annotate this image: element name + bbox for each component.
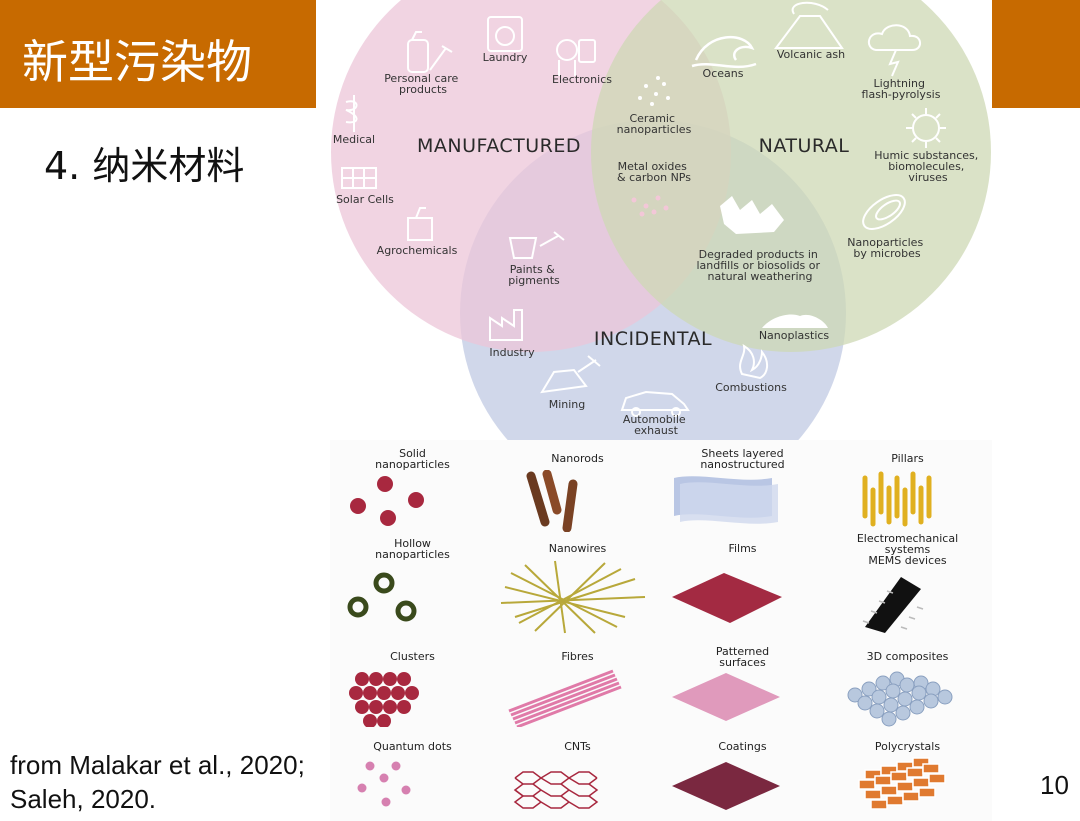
volcano-icon: [774, 1, 844, 49]
label-agrochemicals: Agrochemicals: [377, 244, 458, 257]
label-mining: Mining: [549, 398, 586, 411]
label-microbes: Nanoparticles by microbes: [847, 236, 926, 260]
ceramic-nanoparticles-icon: [638, 76, 670, 106]
personal-care-icon: [407, 31, 453, 73]
type-cnts: CNTs: [495, 730, 660, 821]
label-oceans: Oceans: [703, 67, 744, 80]
slide-subtitle: 4. 纳米材料: [44, 144, 245, 188]
type-pillars: Pillars: [825, 440, 990, 535]
label-solar-cells: Solar Cells: [336, 193, 394, 206]
type-nanowires: Nanowires: [495, 535, 660, 635]
hollow-nanoparticles-icon: [347, 572, 417, 622]
citation: from Malakar et al., 2020; Saleh, 2020.: [10, 748, 305, 816]
patterned-surfaces-icon: [672, 673, 780, 721]
polycrystals-icon: [858, 757, 946, 810]
heading-incidental: INCIDENTAL: [594, 328, 712, 350]
industry-icon: [489, 309, 523, 341]
mems-icon: [862, 577, 924, 633]
label-paints: Paints & pigments: [508, 263, 560, 287]
automobile-icon: [620, 390, 690, 417]
label-nanoplastics: Nanoplastics: [759, 329, 830, 342]
clusters-icon: [349, 672, 419, 727]
metal-oxides-icon: [631, 195, 669, 217]
slide-title: 新型污染物: [22, 35, 252, 89]
label-laundry: Laundry: [483, 51, 528, 64]
label-combustions: Combustions: [715, 381, 787, 394]
electronics-icon: [556, 39, 596, 76]
type-fibres: Fibres: [495, 635, 660, 730]
3d-composites-icon: [847, 671, 953, 727]
label-electronics: Electronics: [552, 73, 612, 86]
label-humic: Humic substances, biomolecules, viruses: [874, 149, 982, 184]
label-automobile: Automobile exhaust: [623, 413, 689, 437]
mining-icon: [540, 355, 601, 394]
label-personal-care: Personal care products: [384, 72, 462, 96]
type-quantum-dots: Quantum dots: [330, 730, 495, 821]
title-banner-left: [0, 0, 316, 108]
citation-line-2: Saleh, 2020.: [10, 784, 157, 814]
fibres-icon: [508, 669, 622, 727]
humic-substances-icon: [906, 108, 946, 148]
sheets-icon: [674, 476, 778, 524]
heading-manufactured: MANUFACTURED: [417, 135, 581, 157]
heading-natural: NATURAL: [759, 135, 850, 157]
medical-icon: [345, 95, 358, 132]
type-3d-composites: 3D composites: [825, 635, 990, 730]
title-banner-right: [992, 0, 1080, 108]
type-clusters: Clusters: [330, 635, 495, 730]
films-icon: [672, 573, 782, 623]
venn-diagram: MANUFACTURED NATURAL INCIDENTAL: [316, 0, 992, 440]
type-films: Films: [660, 535, 825, 635]
lightning-icon: [867, 24, 921, 77]
solid-nanoparticles-icon: [350, 476, 424, 526]
agrochemicals-icon: [407, 207, 433, 241]
label-medical: Medical: [333, 133, 375, 146]
label-industry: Industry: [489, 346, 535, 359]
label-lightning: Lightning flash-pyrolysis: [862, 77, 941, 101]
coatings-icon: [672, 762, 780, 810]
type-coatings: Coatings: [660, 730, 825, 821]
paints-pigments-icon: [508, 231, 565, 259]
citation-line-1: from Malakar et al., 2020;: [10, 750, 305, 780]
degraded-products-icon: [720, 196, 784, 234]
cnts-icon: [513, 771, 599, 809]
label-degraded: Degraded products in landfills or biosol…: [696, 248, 823, 283]
label-metal-oxides: Metal oxides & carbon NPs: [617, 160, 691, 184]
label-ceramic: Ceramic nanoparticles: [617, 112, 692, 136]
type-nanorods: Nanorods: [495, 440, 660, 535]
laundry-icon: [487, 16, 523, 52]
combustion-icon: [739, 343, 768, 380]
solar-cells-icon: [341, 167, 377, 189]
type-polycrystals: Polycrystals: [825, 730, 990, 821]
nanowires-icon: [500, 560, 646, 634]
microbes-icon: [862, 194, 906, 230]
nanorods-icon: [526, 470, 578, 532]
label-volcanic-ash: Volcanic ash: [777, 48, 845, 61]
oceans-icon: [691, 35, 757, 69]
nanoplastics-icon: [762, 314, 828, 328]
circle-natural: [591, 0, 991, 352]
quantum-dots-icon: [357, 761, 411, 807]
pillars-icon: [862, 471, 932, 527]
page-number: 10: [1040, 770, 1069, 800]
